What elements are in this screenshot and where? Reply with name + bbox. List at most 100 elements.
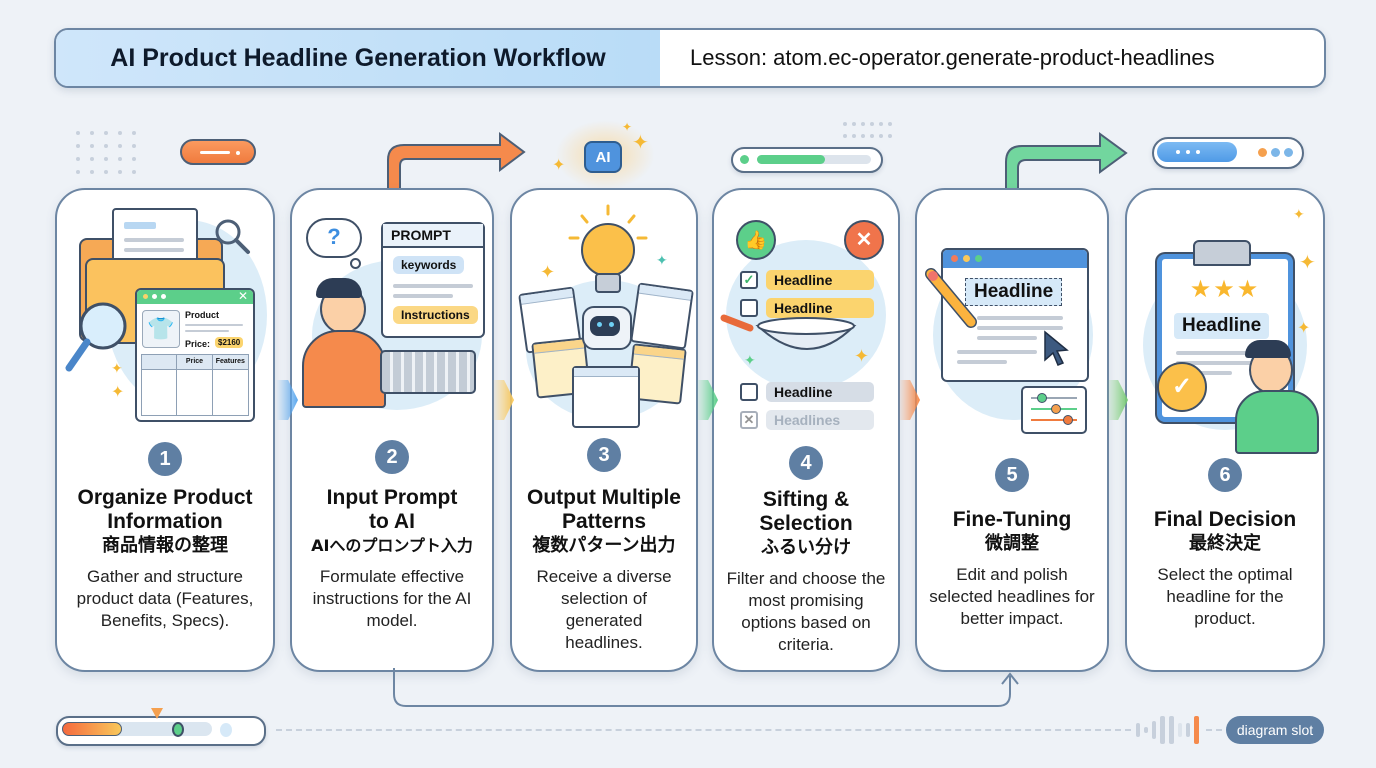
- magnifier-icon: [215, 219, 250, 254]
- dot-grid-decoration: [843, 122, 892, 138]
- step-title: Input Prompt: [326, 486, 458, 509]
- star-icon: ★: [1213, 276, 1237, 303]
- editor-window: Headline: [941, 248, 1089, 382]
- award-badge-icon: ✓: [1157, 362, 1207, 412]
- waveform-icon: [1136, 714, 1199, 746]
- cursor-icon: [1044, 330, 1069, 366]
- step-card-1: ✕ 👕 Product Price: $2160 Price Features …: [55, 188, 275, 672]
- step-title: Output Multiple: [527, 486, 681, 509]
- headline-option: Headline: [740, 382, 874, 402]
- headline-option: Headline: [740, 298, 874, 318]
- step-title: Final Decision: [1153, 508, 1297, 531]
- checkbox-checked-icon[interactable]: ✓: [740, 271, 758, 289]
- step-title-jp: 複数パターン出力: [532, 535, 676, 556]
- step-card-3: ✦ ✦ 3 Output Multiple Patterns 複数パターン出力 …: [510, 188, 698, 672]
- checkbox-icon[interactable]: [740, 383, 758, 401]
- checkbox-icon[interactable]: [740, 299, 758, 317]
- generated-card: [572, 366, 640, 428]
- dashed-divider: [276, 729, 1131, 731]
- step-title: Fine-Tuning: [952, 508, 1072, 531]
- generated-card: [630, 282, 694, 350]
- prompt-box: PROMPT keywords Instructions: [381, 222, 485, 338]
- step-card-2: ? PROMPT keywords Instructions 2 Input P…: [290, 188, 494, 672]
- step-description: Select the optimal headline for the prod…: [1157, 565, 1293, 628]
- star-icon: ★: [1236, 276, 1261, 303]
- step-description: Gather and structure product data (Featu…: [76, 567, 254, 630]
- person-body: [1235, 390, 1319, 454]
- robot-icon: [582, 306, 632, 350]
- clipboard-clip: [1193, 240, 1251, 266]
- step-text: Fine-Tuning 微調整 Edit and polish selected…: [923, 508, 1101, 630]
- orange-pill-decoration: [180, 139, 256, 165]
- step-card-6: ★★★ Headline ✓ ✦ ✦ ✦ 6 Final Decision 最終…: [1125, 188, 1325, 672]
- step-title: Patterns: [561, 510, 647, 533]
- slider-marker-icon: [151, 708, 163, 719]
- step-title: Information: [107, 510, 223, 533]
- thought-bubble-icon: ?: [306, 218, 362, 258]
- sparkle-icon: ✦: [1297, 320, 1311, 337]
- step-description: Filter and choose the most promising opt…: [726, 569, 886, 654]
- step-title: to AI: [369, 510, 415, 533]
- step-text: Final Decision 最終決定 Select the optimal h…: [1133, 508, 1317, 630]
- step-number-badge: 5: [995, 458, 1029, 492]
- step-title-jp: 微調整: [985, 533, 1039, 554]
- header-banner: AI Product Headline Generation Workflow …: [54, 28, 1326, 88]
- progress-pill-decoration: [731, 147, 883, 173]
- step-number-badge: 4: [789, 446, 823, 480]
- sparkle-icon: ✦: [744, 352, 756, 368]
- step-number-badge: 6: [1208, 458, 1242, 492]
- star-icon: ★: [1189, 276, 1214, 303]
- step-title: Organize Product: [77, 486, 253, 509]
- headline-option-label: Headline: [766, 298, 874, 318]
- step-text: Sifting & Selection ふるい分け Filter and cho…: [720, 488, 892, 656]
- step-text: Output Multiple Patterns 複数パターン出力 Receiv…: [518, 486, 690, 654]
- slider-decoration: [56, 716, 266, 746]
- sieve-icon: [720, 314, 857, 350]
- step-number-badge: 3: [587, 438, 621, 472]
- green-flow-arrow: [1005, 132, 1128, 192]
- sparkle-icon: ✦: [111, 360, 123, 376]
- sparkle-icon: ✦: [622, 120, 633, 134]
- settings-sliders-icon: [1021, 386, 1087, 434]
- reject-icon: ✕: [844, 220, 884, 260]
- flow-arrow-4-5: [898, 380, 920, 420]
- headline-option: ✓ Headline: [740, 270, 874, 290]
- flow-arrow-1-2: [276, 380, 298, 420]
- tshirt-icon: 👕: [142, 310, 180, 348]
- sparkle-icon: ✦: [111, 384, 125, 401]
- step-text: Organize Product Information 商品情報の整理 Gat…: [63, 486, 267, 632]
- price-value: $2160: [215, 337, 244, 348]
- keyboard-icon: [380, 350, 476, 394]
- headline-option: ✕Headlines: [740, 410, 874, 430]
- lesson-label: Lesson: atom.ec-operator.generate-produc…: [690, 45, 1215, 70]
- pencil-icon: [925, 268, 977, 328]
- sparkle-icon: ✦: [1299, 252, 1316, 274]
- checkbox-rejected-icon[interactable]: ✕: [740, 411, 758, 429]
- magnifier-large-icon: [65, 302, 127, 372]
- keywords-chip: keywords: [393, 256, 465, 274]
- sparkle-icon: ✦: [854, 346, 870, 366]
- product-window: ✕ 👕 Product Price: $2160 Price Features: [135, 288, 255, 422]
- diagram-slot-badge: diagram slot: [1226, 716, 1324, 744]
- step-card-5: Headline 5 Fine-Tuning 微調整 Edit and poli…: [915, 188, 1109, 672]
- step-text: Input Prompt to AI AIへのプロンプト入力 Formulate…: [298, 486, 486, 632]
- headline-option-label: Headline: [766, 270, 874, 290]
- thumbs-up-icon: 👍: [736, 220, 776, 260]
- sparkle-icon: ✦: [632, 132, 649, 154]
- feedback-loop-connector: [393, 668, 1019, 707]
- flow-arrow-2-3: [492, 380, 514, 420]
- slider-knob[interactable]: [172, 722, 184, 737]
- dot-grid-decoration: [76, 131, 136, 174]
- ai-badge-icon: AI: [584, 141, 622, 173]
- editable-headline: Headline: [965, 278, 1063, 306]
- lightbulb-icon: [568, 204, 648, 293]
- step-title: Selection: [759, 512, 853, 535]
- step-title-jp: 最終決定: [1189, 533, 1261, 554]
- step-number-badge: 2: [375, 440, 409, 474]
- step-number-badge: 1: [148, 442, 182, 476]
- slider-track: [62, 722, 212, 736]
- slider-fill: [62, 722, 122, 736]
- blue-pill-decoration: [1152, 137, 1304, 169]
- price-label: Price:: [185, 339, 211, 349]
